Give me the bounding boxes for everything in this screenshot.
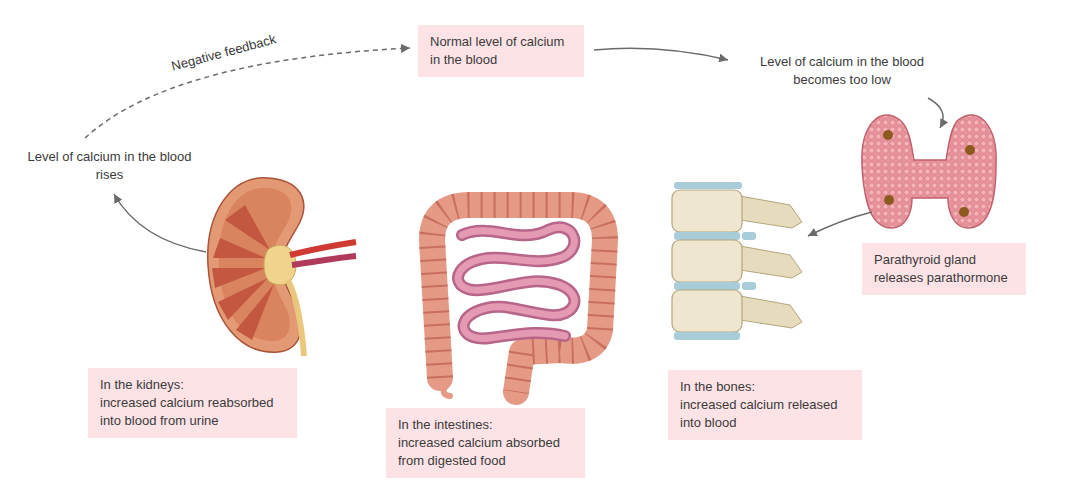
box-body-text: increased calcium released into blood [680, 396, 850, 432]
kidney-illustration [208, 178, 356, 356]
cycle-arrows-part [928, 98, 943, 128]
feedback-label: Negative feedback [170, 30, 279, 75]
vertebrae-illustration-part [674, 282, 740, 290]
organ-box: In the bones:increased calcium released … [668, 370, 862, 440]
vertebrae-illustration-part [742, 282, 756, 290]
vertebrae-illustration [672, 182, 802, 340]
parathyroid-illustration [862, 115, 996, 228]
cycle-arrows [85, 48, 943, 252]
state-box: Normal level of calcium in the blood [418, 25, 584, 77]
kidney-illustration-part [290, 242, 356, 255]
vertebrae-illustration-part [740, 296, 802, 328]
box-text: Parathyroid gland releases parathormone [874, 251, 1014, 287]
organ-box: In the kidneys:increased calcium reabsor… [88, 368, 297, 438]
vertebrae-illustration-part [672, 190, 742, 232]
vertebrae-illustration-part [740, 196, 802, 228]
vertebrae-illustration-part [672, 240, 742, 282]
vertebrae-illustration-part [674, 182, 742, 189]
kidney-illustration-part [288, 280, 304, 356]
state-label: Level of calcium in the blood becomes to… [752, 53, 932, 89]
intestines-illustration-part [444, 385, 450, 396]
state-label: Level of calcium in the blood rises [22, 148, 197, 184]
box-text: In the intestines: [398, 416, 573, 434]
kidney-illustration-part [236, 284, 274, 340]
kidney-illustration-part [292, 256, 356, 265]
vertebrae-illustration-part [740, 246, 802, 278]
vertebrae-illustration-part [742, 232, 756, 240]
organ-box: In the intestines:increased calcium abso… [386, 408, 585, 478]
box-text: In the kidneys: [100, 376, 285, 394]
kidney-illustration-part [264, 245, 296, 285]
parathyroid-illustration-part [862, 115, 996, 228]
vertebrae-illustration-part [672, 290, 742, 332]
vertebrae-illustration-part [674, 332, 740, 340]
intestines-illustration-part [432, 205, 605, 392]
box-body-text: increased calcium reabsorbed into blood … [100, 394, 285, 430]
kidney-illustration-part [213, 238, 266, 258]
vertebrae-illustration-part [674, 232, 740, 240]
cycle-arrows-part [808, 212, 872, 236]
cycle-arrows-part [85, 48, 410, 138]
kidney-illustration-part [208, 178, 304, 352]
box-body-text: increased calcium absorbed from digested… [398, 434, 573, 470]
intestines-illustration-part [458, 227, 574, 338]
box-text: In the bones: [680, 378, 850, 396]
intestines-illustration-part [458, 227, 574, 338]
parathyroid-illustration-part [959, 207, 969, 217]
parathyroid-illustration-part [965, 145, 975, 155]
parathyroid-illustration-part [883, 130, 893, 140]
box-text: Normal level of calcium in the blood [430, 33, 572, 69]
cycle-arrows-part [594, 48, 728, 60]
cycle-arrows-part [114, 194, 206, 252]
gland-box: Parathyroid gland releases parathormone [862, 243, 1026, 295]
parathyroid-illustration-part [884, 195, 894, 205]
intestines-illustration-part [432, 205, 605, 392]
intestines-illustration [432, 205, 605, 396]
